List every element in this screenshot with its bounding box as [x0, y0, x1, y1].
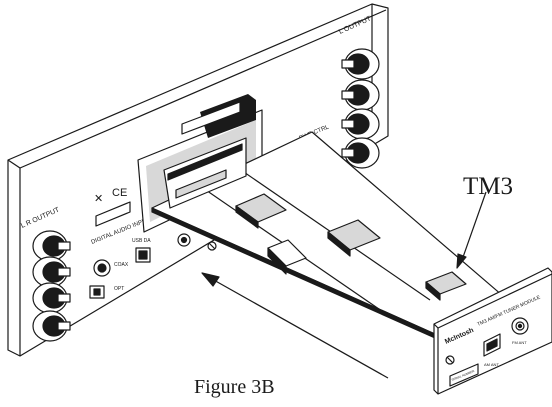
right-binding-posts: L OUTPUT: [338, 15, 380, 169]
panel-screw: [445, 355, 455, 365]
edge-connector: [163, 137, 247, 209]
insertion-arrow: [201, 272, 389, 379]
binding-post: [32, 230, 71, 262]
binding-post: [32, 310, 71, 342]
board-chip: [235, 193, 287, 229]
opt-label: OPT: [114, 286, 124, 292]
usb-label: USB DA: [132, 238, 151, 244]
board-chip: [327, 219, 381, 257]
spdif-jack: [177, 233, 191, 247]
board-chip: [267, 239, 307, 275]
tm3-callout-arrow: [456, 191, 487, 269]
compliance-marks: ✕ CE: [94, 187, 131, 227]
binding-post: [341, 108, 380, 140]
binding-post: [32, 282, 71, 314]
figure-caption: Figure 3B: [194, 376, 275, 398]
board-chip: [425, 271, 467, 301]
weee-mark: ✕: [94, 193, 103, 205]
coax-jack: [93, 259, 111, 277]
binding-post: [341, 48, 380, 80]
tuner-module-card: [151, 131, 511, 343]
optical-jack: [89, 285, 105, 299]
binding-post: [341, 137, 380, 169]
am-antenna-jack: AM ANT: [483, 333, 501, 367]
fm-ant-label: FM ANT: [512, 340, 527, 345]
ce-mark: CE: [112, 187, 127, 199]
am-ant-label: AM ANT: [484, 362, 499, 367]
ground-screw: [207, 241, 217, 251]
serial-plate: [95, 201, 131, 227]
module-callout-label: TM3: [463, 173, 513, 200]
fm-antenna-jack: FM ANT: [511, 317, 529, 345]
module-front-panel: McIntosh TM3 AM/FM TUNER MODULE AM ANT F…: [433, 267, 552, 395]
usb-port: USB DA: [132, 238, 151, 263]
coax-label: COAX: [114, 262, 129, 268]
